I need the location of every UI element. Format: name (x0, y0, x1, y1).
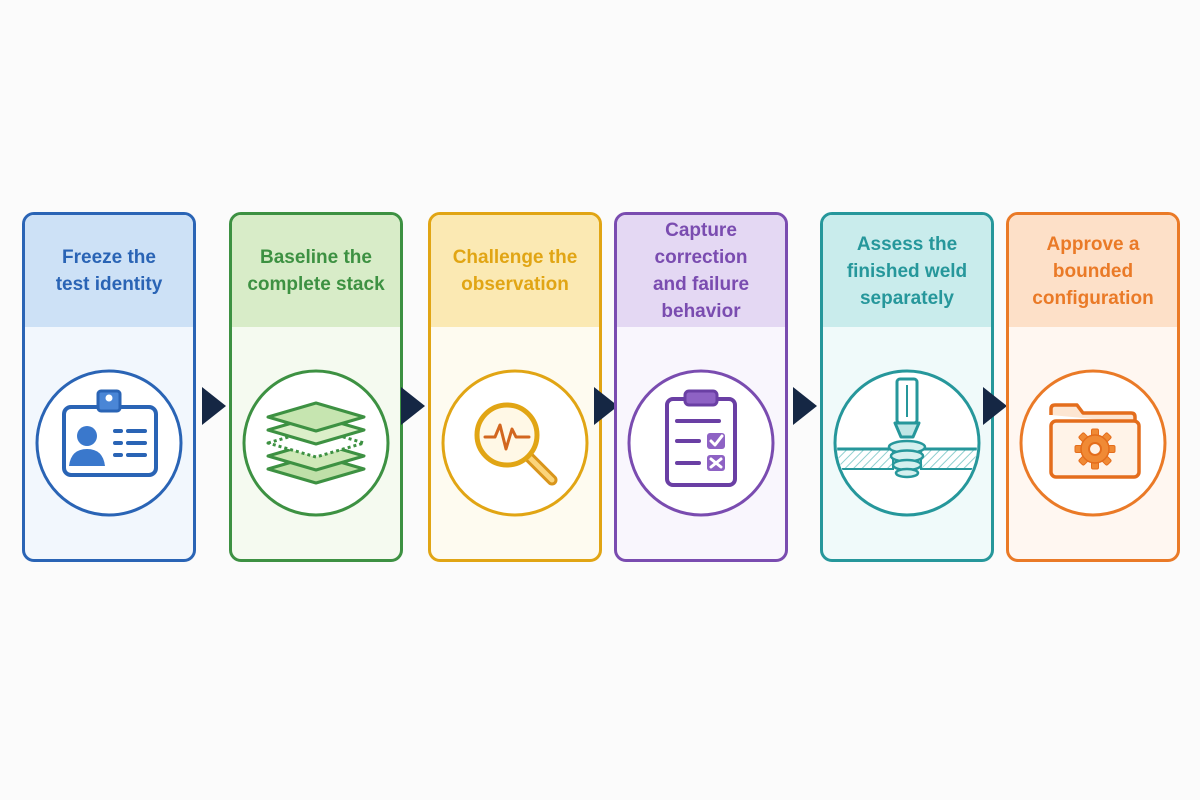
step-card-baseline-complete-stack: Baseline the complete stack (229, 212, 403, 562)
step-body (232, 327, 400, 559)
step-card-challenge-observation: Challenge the observation (428, 212, 602, 562)
weld-icon (833, 369, 981, 517)
magnifier-signal-icon (441, 369, 589, 517)
step-header: Freeze the test identity (25, 215, 193, 327)
step-body (823, 327, 991, 559)
step-header: Challenge the observation (431, 215, 599, 327)
step-body (617, 327, 785, 559)
step-body (1009, 327, 1177, 559)
step-body (431, 327, 599, 559)
folder-gear-icon (1019, 369, 1167, 517)
step-card-approve-bounded-configuration: Approve a bounded configuration (1006, 212, 1180, 562)
flow-arrow (401, 387, 425, 425)
step-body (25, 327, 193, 559)
step-header: Approve a bounded configuration (1009, 215, 1177, 327)
checklist-clipboard-icon (627, 369, 775, 517)
step-card-freeze-test-identity: Freeze the test identity (22, 212, 196, 562)
step-title: Challenge the observation (452, 247, 578, 295)
step-title: Baseline the complete stack (247, 247, 385, 295)
layer-stack-icon (242, 369, 390, 517)
step-card-capture-correction-failure: Capture correction and failure behavior (614, 212, 788, 562)
step-header: Capture correction and failure behavior (617, 215, 785, 327)
flow-arrow (793, 387, 817, 425)
flow-arrow (202, 387, 226, 425)
step-title: Freeze the test identity (55, 247, 163, 295)
flow-arrow (983, 387, 1007, 425)
step-card-assess-finished-weld: Assess the finished weld separately (820, 212, 994, 562)
step-title: Approve a bounded configuration (1032, 233, 1154, 309)
step-header: Assess the finished weld separately (823, 215, 991, 327)
id-badge-icon (35, 369, 183, 517)
step-title: Capture correction and failure behavior (652, 220, 750, 322)
step-header: Baseline the complete stack (232, 215, 400, 327)
step-title: Assess the finished weld separately (846, 233, 968, 309)
